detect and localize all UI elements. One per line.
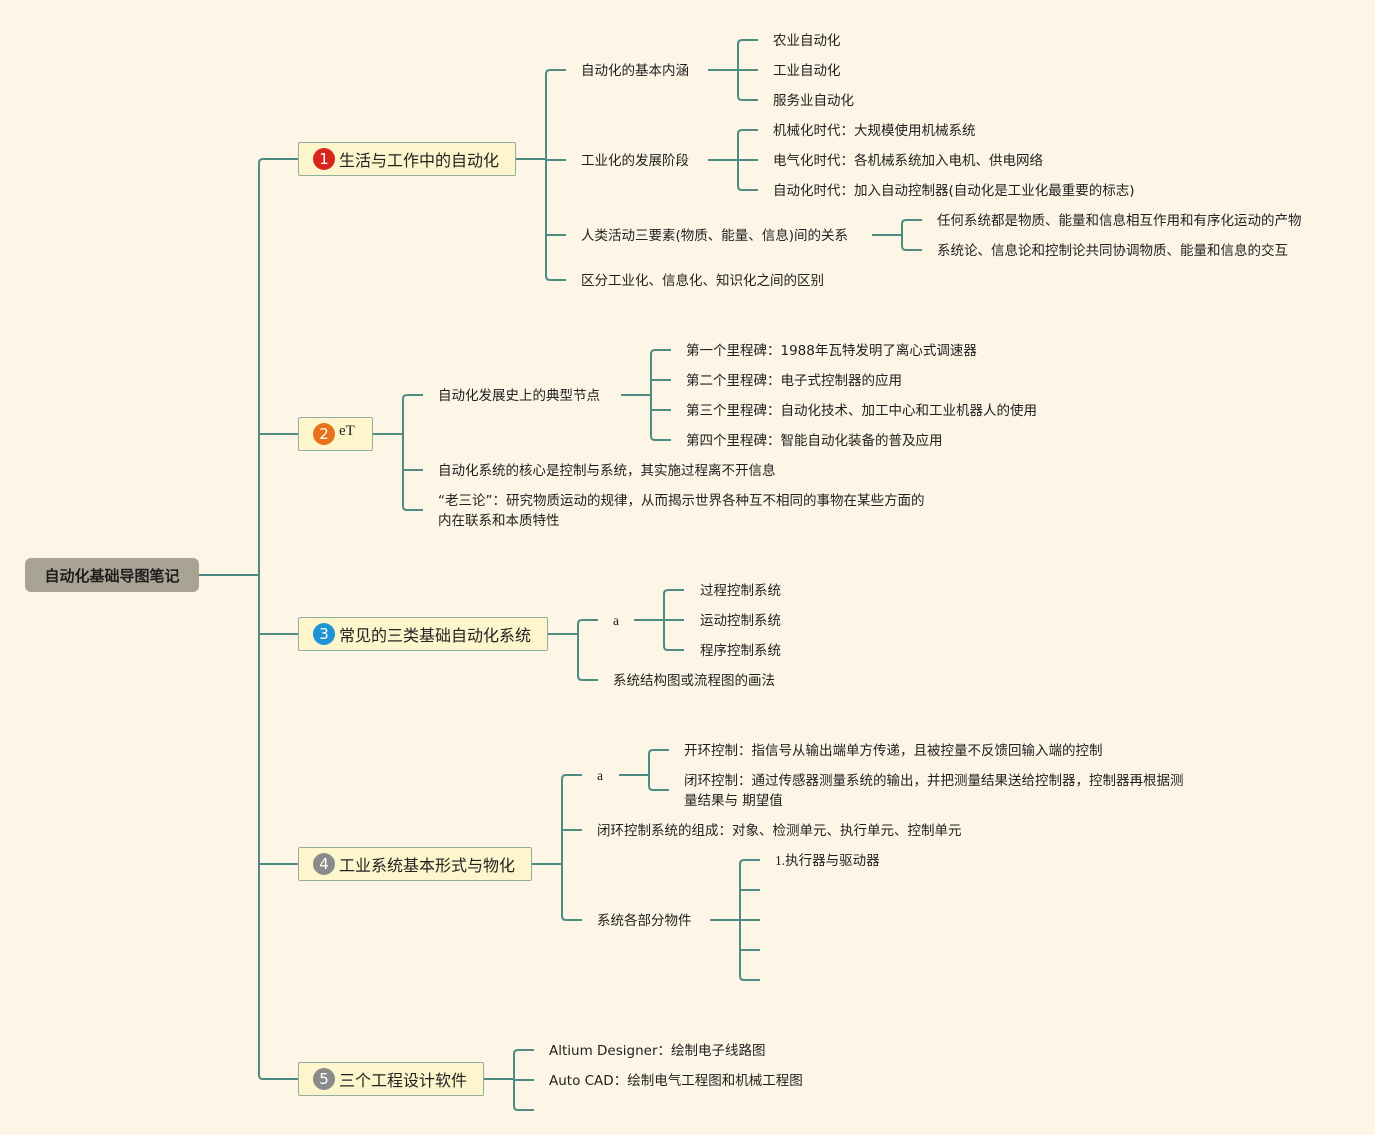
b1-c1-g2[interactable]: 工业自动化 bbox=[773, 63, 841, 79]
b3-c1-g3[interactable]: 程序控制系统 bbox=[700, 643, 781, 659]
connector-line-66 bbox=[513, 1105, 534, 1111]
connector-line-48 bbox=[561, 774, 582, 780]
b2-c3[interactable]: “老三论”：研究物质运动的规律，从而揭示世界各种互不相同的事物在某些方面的内在联… bbox=[438, 493, 925, 529]
connector-line-50 bbox=[561, 915, 582, 921]
priority-3-icon: 3 bbox=[313, 623, 335, 645]
b1-c4[interactable]: 区分工业化、信息化、知识化之间的区别 bbox=[581, 273, 824, 289]
b4-c1-g2[interactable]: 闭环控制：通过传感器测量系统的输出，并把测量结果送给控制器，控制器再根据测量结果… bbox=[684, 773, 1184, 809]
connector-line-21 bbox=[737, 185, 758, 191]
connector-line-57 bbox=[739, 859, 760, 865]
b4-c3-g1[interactable]: 1.执行器与驱动器 bbox=[775, 853, 880, 868]
connector-line-54 bbox=[648, 785, 669, 791]
connector-line-33 bbox=[650, 349, 671, 355]
connector-line-43 bbox=[663, 589, 684, 595]
b4-c2[interactable]: 闭环控制系统的组成：对象、检测单元、执行单元、控制单元 bbox=[597, 823, 962, 839]
connector-line-24 bbox=[901, 219, 922, 225]
connector-line-8 bbox=[545, 69, 566, 75]
connector-line-1 bbox=[258, 158, 298, 164]
priority-5-icon: 5 bbox=[313, 1068, 335, 1090]
b1-c1-g3[interactable]: 服务业自动化 bbox=[773, 93, 854, 109]
priority-1-icon: 1 bbox=[313, 148, 335, 170]
connector-line-45 bbox=[663, 645, 684, 651]
b2-c2[interactable]: 自动化系统的核心是控制与系统，其实施过程离不开信息 bbox=[438, 463, 776, 479]
connector-line-36 bbox=[650, 435, 671, 441]
b1-c1-g1[interactable]: 农业自动化 bbox=[773, 33, 841, 49]
b1-c3-g1[interactable]: 任何系统都是物质、能量和信息相互作用和有序化运动的产物 bbox=[937, 213, 1302, 229]
branch-3-label: 常见的三类基础自动化系统 bbox=[339, 626, 532, 645]
b3-c1-g1[interactable]: 过程控制系统 bbox=[700, 583, 781, 599]
b3-c1-g2[interactable]: 运动控制系统 bbox=[700, 613, 781, 629]
b1-c2-g1[interactable]: 机械化时代：大规模使用机械系统 bbox=[773, 123, 976, 139]
connector-line-39 bbox=[577, 619, 598, 625]
b1-c2[interactable]: 工业化的发展阶段 bbox=[581, 153, 689, 169]
branch-2-topic[interactable]: 2 eT bbox=[298, 417, 373, 451]
connector-line-14 bbox=[737, 39, 758, 45]
priority-2-icon: 2 bbox=[313, 423, 335, 445]
priority-4-icon: 4 bbox=[313, 853, 335, 875]
branch-1-label: 生活与工作中的自动化 bbox=[339, 151, 500, 170]
connector-line-5 bbox=[258, 1074, 298, 1080]
b1-c1[interactable]: 自动化的基本内涵 bbox=[581, 63, 689, 79]
b1-c3-g2[interactable]: 系统论、信息论和控制论共同协调物质、能量和信息的交互 bbox=[937, 243, 1288, 259]
connector-line-19 bbox=[737, 129, 758, 135]
branch-5-topic[interactable]: 5 三个工程设计软件 bbox=[298, 1062, 484, 1096]
branch-2-label: eT bbox=[339, 422, 355, 439]
b4-c3[interactable]: 系统各部分物件 bbox=[597, 913, 692, 929]
connector-line-53 bbox=[648, 749, 669, 755]
b3-c1[interactable]: a bbox=[613, 613, 619, 628]
b5-c1[interactable]: Altium Designer：绘制电子线路图 bbox=[549, 1043, 766, 1059]
connector-line-61 bbox=[739, 975, 760, 981]
b1-c2-g2[interactable]: 电气化时代：各机械系统加入电机、供电网络 bbox=[773, 153, 1043, 169]
branch-4-label: 工业系统基本形式与物化 bbox=[339, 856, 516, 875]
b2-c1[interactable]: 自动化发展史上的典型节点 bbox=[438, 388, 600, 404]
b4-c1-g1[interactable]: 开环控制：指信号从输出端单方传递，且被控量不反馈回输入端的控制 bbox=[684, 743, 1103, 759]
b2-c1-g3[interactable]: 第三个里程碑：自动化技术、加工中心和工业机器人的使用 bbox=[686, 403, 1037, 419]
connector-line-11 bbox=[545, 275, 566, 281]
connector-line-28 bbox=[402, 394, 423, 400]
branch-5-label: 三个工程设计软件 bbox=[339, 1071, 468, 1090]
b2-c1-g4[interactable]: 第四个里程碑：智能自动化装备的普及应用 bbox=[686, 433, 943, 449]
b3-c2[interactable]: 系统结构图或流程图的画法 bbox=[613, 673, 775, 689]
b2-c1-g1[interactable]: 第一个里程碑：1988年瓦特发明了离心式调速器 bbox=[686, 343, 977, 359]
b2-c1-g2[interactable]: 第二个里程碑：电子式控制器的应用 bbox=[686, 373, 902, 389]
b1-c2-g3[interactable]: 自动化时代：加入自动控制器(自动化是工业化最重要的标志) bbox=[773, 183, 1135, 199]
b5-c2[interactable]: Auto CAD：绘制电气工程图和机械工程图 bbox=[549, 1073, 803, 1089]
connector-line-30 bbox=[402, 505, 423, 511]
branch-1-topic[interactable]: 1 生活与工作中的自动化 bbox=[298, 142, 516, 176]
root-topic[interactable]: 自动化基础导图笔记 bbox=[25, 558, 199, 592]
b4-c1[interactable]: a bbox=[597, 768, 603, 783]
connector-line-25 bbox=[901, 245, 922, 251]
connector-line-16 bbox=[737, 95, 758, 101]
connector-line-64 bbox=[513, 1049, 534, 1055]
branch-3-topic[interactable]: 3 常见的三类基础自动化系统 bbox=[298, 617, 548, 651]
b1-c3[interactable]: 人类活动三要素(物质、能量、信息)间的关系 bbox=[581, 228, 849, 244]
connector-line-40 bbox=[577, 675, 598, 681]
branch-4-topic[interactable]: 4 工业系统基本形式与物化 bbox=[298, 847, 532, 881]
